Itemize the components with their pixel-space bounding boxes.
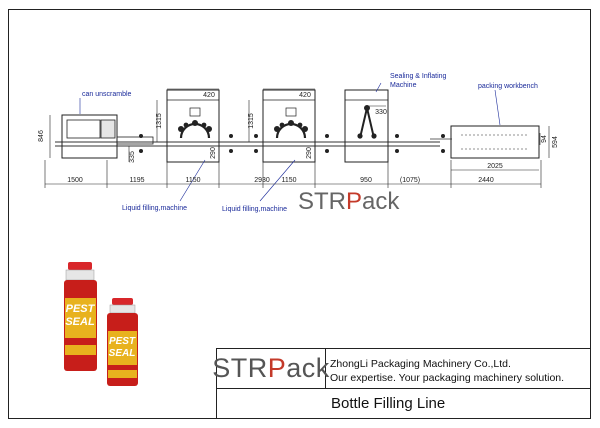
dim-width-a: 420 — [203, 92, 215, 99]
can-small-label-line1: PEST — [109, 336, 136, 347]
label-filler-2: Liquid filling,machine — [222, 206, 287, 213]
watermark-logo: STRPack — [298, 188, 400, 215]
dim-bottom-3: 1150 — [185, 177, 200, 184]
dim-filler-depth-a: 290 — [210, 147, 217, 159]
dim-height-conveyor: 1315 — [156, 113, 163, 129]
product-can-small: PEST SEAL — [107, 298, 138, 386]
dim-bottom-8: 2440 — [478, 177, 494, 184]
label-can-unscramble: can unscramble — [82, 91, 132, 98]
label-packing-workbench: packing workbench — [478, 83, 538, 90]
packing-workbench — [450, 125, 540, 159]
label-sealing-line2: Machine — [390, 82, 417, 89]
dim-height-conveyor-b: 1315 — [248, 113, 255, 129]
dim-bottom-4: 2930 — [254, 177, 270, 184]
dim-bottom-7: (1075) — [400, 177, 420, 184]
dim-width-b: 420 — [299, 92, 311, 99]
dim-workbench-w2: 94 — [541, 135, 548, 143]
dim-width-c: 330 — [375, 109, 387, 116]
drawing-title: Bottle Filling Line — [331, 395, 446, 412]
dim-bottom-6: 950 — [360, 177, 372, 184]
can-unscrambler — [61, 114, 154, 159]
company-slogan: Our expertise. Your packaging machinery … — [330, 372, 565, 384]
dim-bottom-1: 1500 — [67, 177, 83, 184]
sealing-inflating-machine — [344, 89, 389, 163]
product-can-large: PEST SEAL — [64, 262, 97, 371]
label-sealing-line1: Sealing & Inflating — [390, 73, 447, 80]
dim-small-offset: 335 — [129, 151, 136, 163]
dim-bottom-2: 1195 — [129, 177, 144, 184]
filling-machine-2 — [262, 89, 316, 163]
conveyor-rollers — [139, 134, 445, 153]
can-label-line2: SEAL — [65, 316, 95, 328]
dim-workbench-w1: 594 — [552, 136, 559, 148]
dim-filler-depth-b: 290 — [306, 147, 313, 159]
can-label-line1: PEST — [66, 303, 96, 315]
dim-workbench-length: 2025 — [487, 163, 503, 170]
company-info: ZhongLi Packaging Machinery Co.,Ltd. Our… — [326, 349, 590, 389]
company-name: ZhongLi Packaging Machinery Co.,Ltd. — [330, 358, 511, 370]
dim-height-left: 846 — [38, 130, 45, 142]
can-small-label-line2: SEAL — [109, 348, 136, 359]
dim-bottom-5: 1150 — [281, 177, 296, 184]
filling-machine-1 — [166, 89, 220, 163]
label-filler-1: Liquid filling,machine — [122, 205, 187, 212]
